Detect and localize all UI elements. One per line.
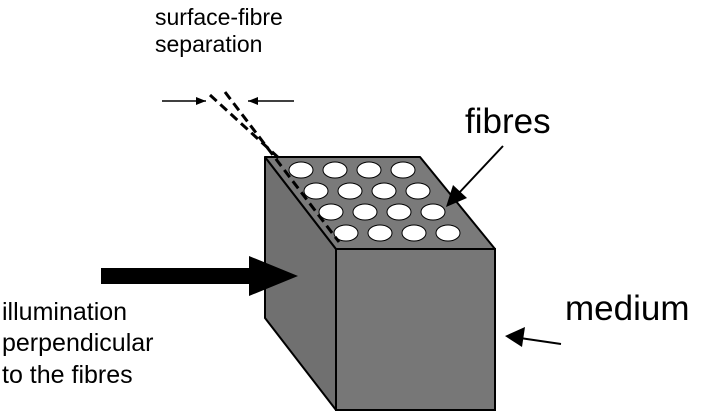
illumination-label-line-3: to the fibres bbox=[2, 360, 133, 389]
fibre-hole bbox=[356, 161, 382, 179]
separation-label-line-1: surface-fibre bbox=[155, 4, 283, 30]
fibre-hole bbox=[318, 203, 344, 221]
medium-pointer-arrow-shaft bbox=[519, 337, 562, 345]
illumination-label-line-2: perpendicular bbox=[2, 329, 154, 358]
fibre-hole bbox=[420, 203, 446, 221]
illumination-label: illumination perpendicular to the fibres bbox=[2, 297, 154, 391]
fibres-pointer-arrowhead bbox=[446, 185, 467, 207]
fibre-cross-sections bbox=[288, 161, 461, 242]
illumination-label-line-1: illumination bbox=[2, 298, 128, 326]
medium-pointer-arrowhead bbox=[505, 327, 525, 347]
separation-dashed-line-outer bbox=[208, 93, 283, 162]
separation-dashed-line-inner bbox=[223, 91, 341, 243]
separation-label: surface-fibre separation bbox=[155, 4, 283, 58]
fibre-hole bbox=[322, 161, 348, 179]
fibre-hole bbox=[390, 161, 416, 179]
fibre-hole bbox=[401, 224, 427, 242]
fibre-hole bbox=[405, 182, 431, 200]
fibre-hole bbox=[367, 224, 393, 242]
fibre-hole bbox=[352, 203, 378, 221]
fibres-pointer-arrow-shaft bbox=[457, 145, 504, 195]
medium-block-front-face bbox=[335, 248, 496, 411]
fibre-hole bbox=[337, 182, 363, 200]
fibres-label: fibres bbox=[465, 102, 551, 141]
fibre-hole bbox=[435, 224, 461, 242]
fibre-hole bbox=[386, 203, 412, 221]
separation-label-line-2: separation bbox=[155, 30, 263, 57]
fibre-hole bbox=[333, 224, 359, 242]
illumination-arrowhead bbox=[249, 256, 298, 296]
illumination-arrow-shaft bbox=[101, 268, 256, 284]
fibre-hole bbox=[371, 182, 397, 200]
fibre-hole bbox=[303, 182, 329, 200]
medium-label: medium bbox=[565, 289, 690, 328]
fibre-hole bbox=[288, 161, 314, 179]
